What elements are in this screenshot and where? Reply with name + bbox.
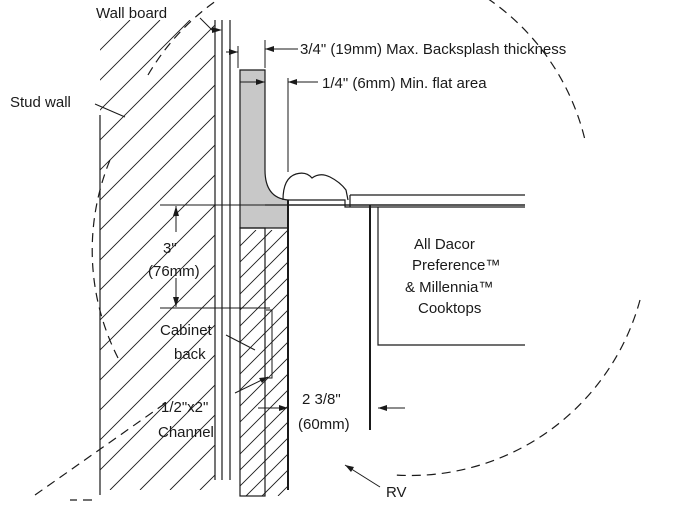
hatch-line	[240, 373, 288, 423]
cabinet-back-leader	[225, 334, 256, 351]
hatch-line	[240, 341, 288, 391]
label-flat-area-min: 1/4" (6mm) Min. flat area	[322, 75, 487, 92]
wall-board-leader	[199, 17, 220, 31]
detail-circle	[70, 0, 641, 501]
hatch-line	[100, 20, 161, 81]
hatch-line	[100, 204, 215, 321]
hatch-line	[240, 293, 288, 343]
wall-board	[221, 20, 231, 480]
dimension-flat-area	[240, 78, 318, 172]
hatch-line	[240, 230, 257, 247]
label-channel-2: Channel	[158, 424, 214, 441]
dimension-2-3-8	[258, 405, 405, 411]
hatch-line	[240, 325, 288, 375]
hatch-line	[100, 174, 215, 291]
cabinet-side	[287, 200, 371, 490]
hatch-line	[240, 405, 288, 455]
hatch-line	[100, 324, 215, 441]
hatch-line	[240, 261, 288, 311]
hatch-line	[240, 309, 288, 359]
cooktop-edge	[282, 172, 349, 201]
hatch-line	[240, 421, 288, 471]
hatch-line	[590, 20, 680, 490]
hatch-line	[530, 20, 680, 490]
hatch-line	[100, 144, 215, 261]
hatch-line	[100, 54, 215, 171]
hatch-line	[620, 20, 680, 490]
label-cabinet-back-2: back	[174, 346, 206, 363]
hatch-line	[100, 20, 131, 51]
hatch-line	[100, 354, 215, 471]
backsplash	[239, 69, 289, 229]
hatch-line	[502, 230, 680, 496]
hatch-line	[560, 20, 680, 490]
detail-circle-left	[91, 159, 119, 359]
label-cabinet-back-1: Cabinet	[160, 322, 213, 339]
hatch-line	[100, 84, 215, 201]
label-channel-1: 1/2"x2"	[161, 399, 208, 416]
countertop-edge	[287, 200, 525, 206]
label-cooktop-1: All Dacor	[414, 236, 475, 253]
stud-wall-leader	[94, 103, 126, 118]
label-dim-76mm: (76mm)	[148, 263, 200, 280]
stud-wall	[99, 20, 680, 495]
label-cooktop-4: Cooktops	[418, 300, 481, 317]
label-cooktop-2: Preference™	[412, 257, 500, 274]
hatch-line	[240, 245, 288, 295]
dimension-backsplash	[226, 40, 298, 68]
hatch-line	[240, 277, 288, 327]
hatch-line	[500, 20, 680, 490]
channel	[266, 309, 273, 379]
label-stud-wall: Stud wall	[10, 94, 71, 111]
dimension-3in	[160, 204, 286, 309]
hatch-line	[470, 230, 680, 496]
label-rv: RV	[386, 484, 407, 501]
label-backsplash-max: 3/4" (19mm) Max. Backsplash thickness	[300, 41, 566, 58]
label-dim-2-3-8: 2 3/8"	[302, 391, 341, 408]
hatch-line	[518, 230, 680, 496]
hatch-line	[486, 230, 680, 496]
label-wall-board: Wall board	[96, 5, 167, 22]
hatch-line	[100, 20, 191, 111]
hatch-line	[100, 20, 101, 21]
leader-dashed	[34, 399, 171, 496]
hatch-line	[100, 234, 215, 351]
label-cooktop-3: & Millennia™	[405, 279, 493, 296]
cabinet-back-panel	[239, 227, 680, 497]
hatch-line	[470, 20, 680, 490]
hatch-line	[650, 20, 680, 490]
cooktop-unit	[377, 207, 525, 346]
hatch-line	[240, 437, 288, 487]
hatch-line	[240, 230, 288, 279]
hatch-line	[109, 384, 215, 490]
hatch-line	[100, 24, 215, 141]
hatch-line	[240, 357, 288, 407]
label-dim-3in: 3"	[163, 240, 177, 257]
label-dim-60mm: (60mm)	[298, 416, 350, 433]
hatch-line	[240, 230, 273, 263]
